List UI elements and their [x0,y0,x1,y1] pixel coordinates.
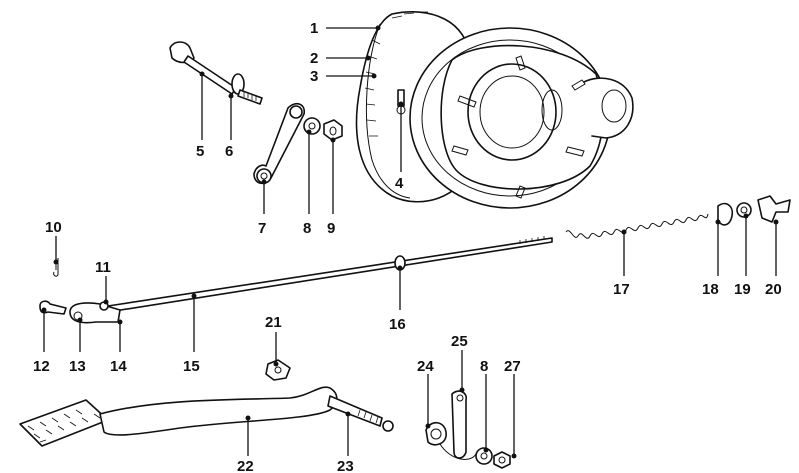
callout-labels: 1 2 3 4 5 6 7 8 9 10 11 12 13 14 15 16 1… [33,20,782,473]
callout-1: 1 [310,20,318,37]
callout-20: 20 [765,281,782,298]
callout-27: 27 [504,358,521,375]
brake-pedal [19,386,394,447]
callout-8-bottom: 8 [480,358,488,375]
callout-24: 24 [417,358,434,375]
callout-16: 16 [389,316,406,333]
callout-14: 14 [110,358,127,375]
callout-10: 10 [45,219,62,236]
callout-12: 12 [33,358,50,375]
callout-9: 9 [327,220,335,237]
spring-and-fasteners [565,195,791,239]
callout-21: 21 [265,314,282,331]
callout-19: 19 [734,281,751,298]
callout-2: 2 [310,50,318,67]
callout-3: 3 [310,68,318,85]
callout-15: 15 [183,358,200,375]
callout-6: 6 [225,143,233,160]
callout-5: 5 [196,143,204,160]
callout-17: 17 [613,281,630,298]
callout-8-top: 8 [303,220,311,237]
bolt-and-washer [169,41,263,105]
callout-25: 25 [451,333,468,350]
leader-lines [41,25,779,459]
callout-7: 7 [258,220,266,237]
callout-4: 4 [395,175,404,192]
callout-22: 22 [237,458,254,473]
pedal-lever-group [425,390,511,469]
grease-nipple [265,359,291,381]
callout-13: 13 [69,358,86,375]
callout-23: 23 [337,458,354,473]
brake-rod-assembly [39,236,553,324]
callout-18: 18 [702,281,719,298]
lever-washer-nut [253,102,343,185]
callout-11: 11 [95,259,111,276]
brake-drum-assembly [355,11,634,209]
